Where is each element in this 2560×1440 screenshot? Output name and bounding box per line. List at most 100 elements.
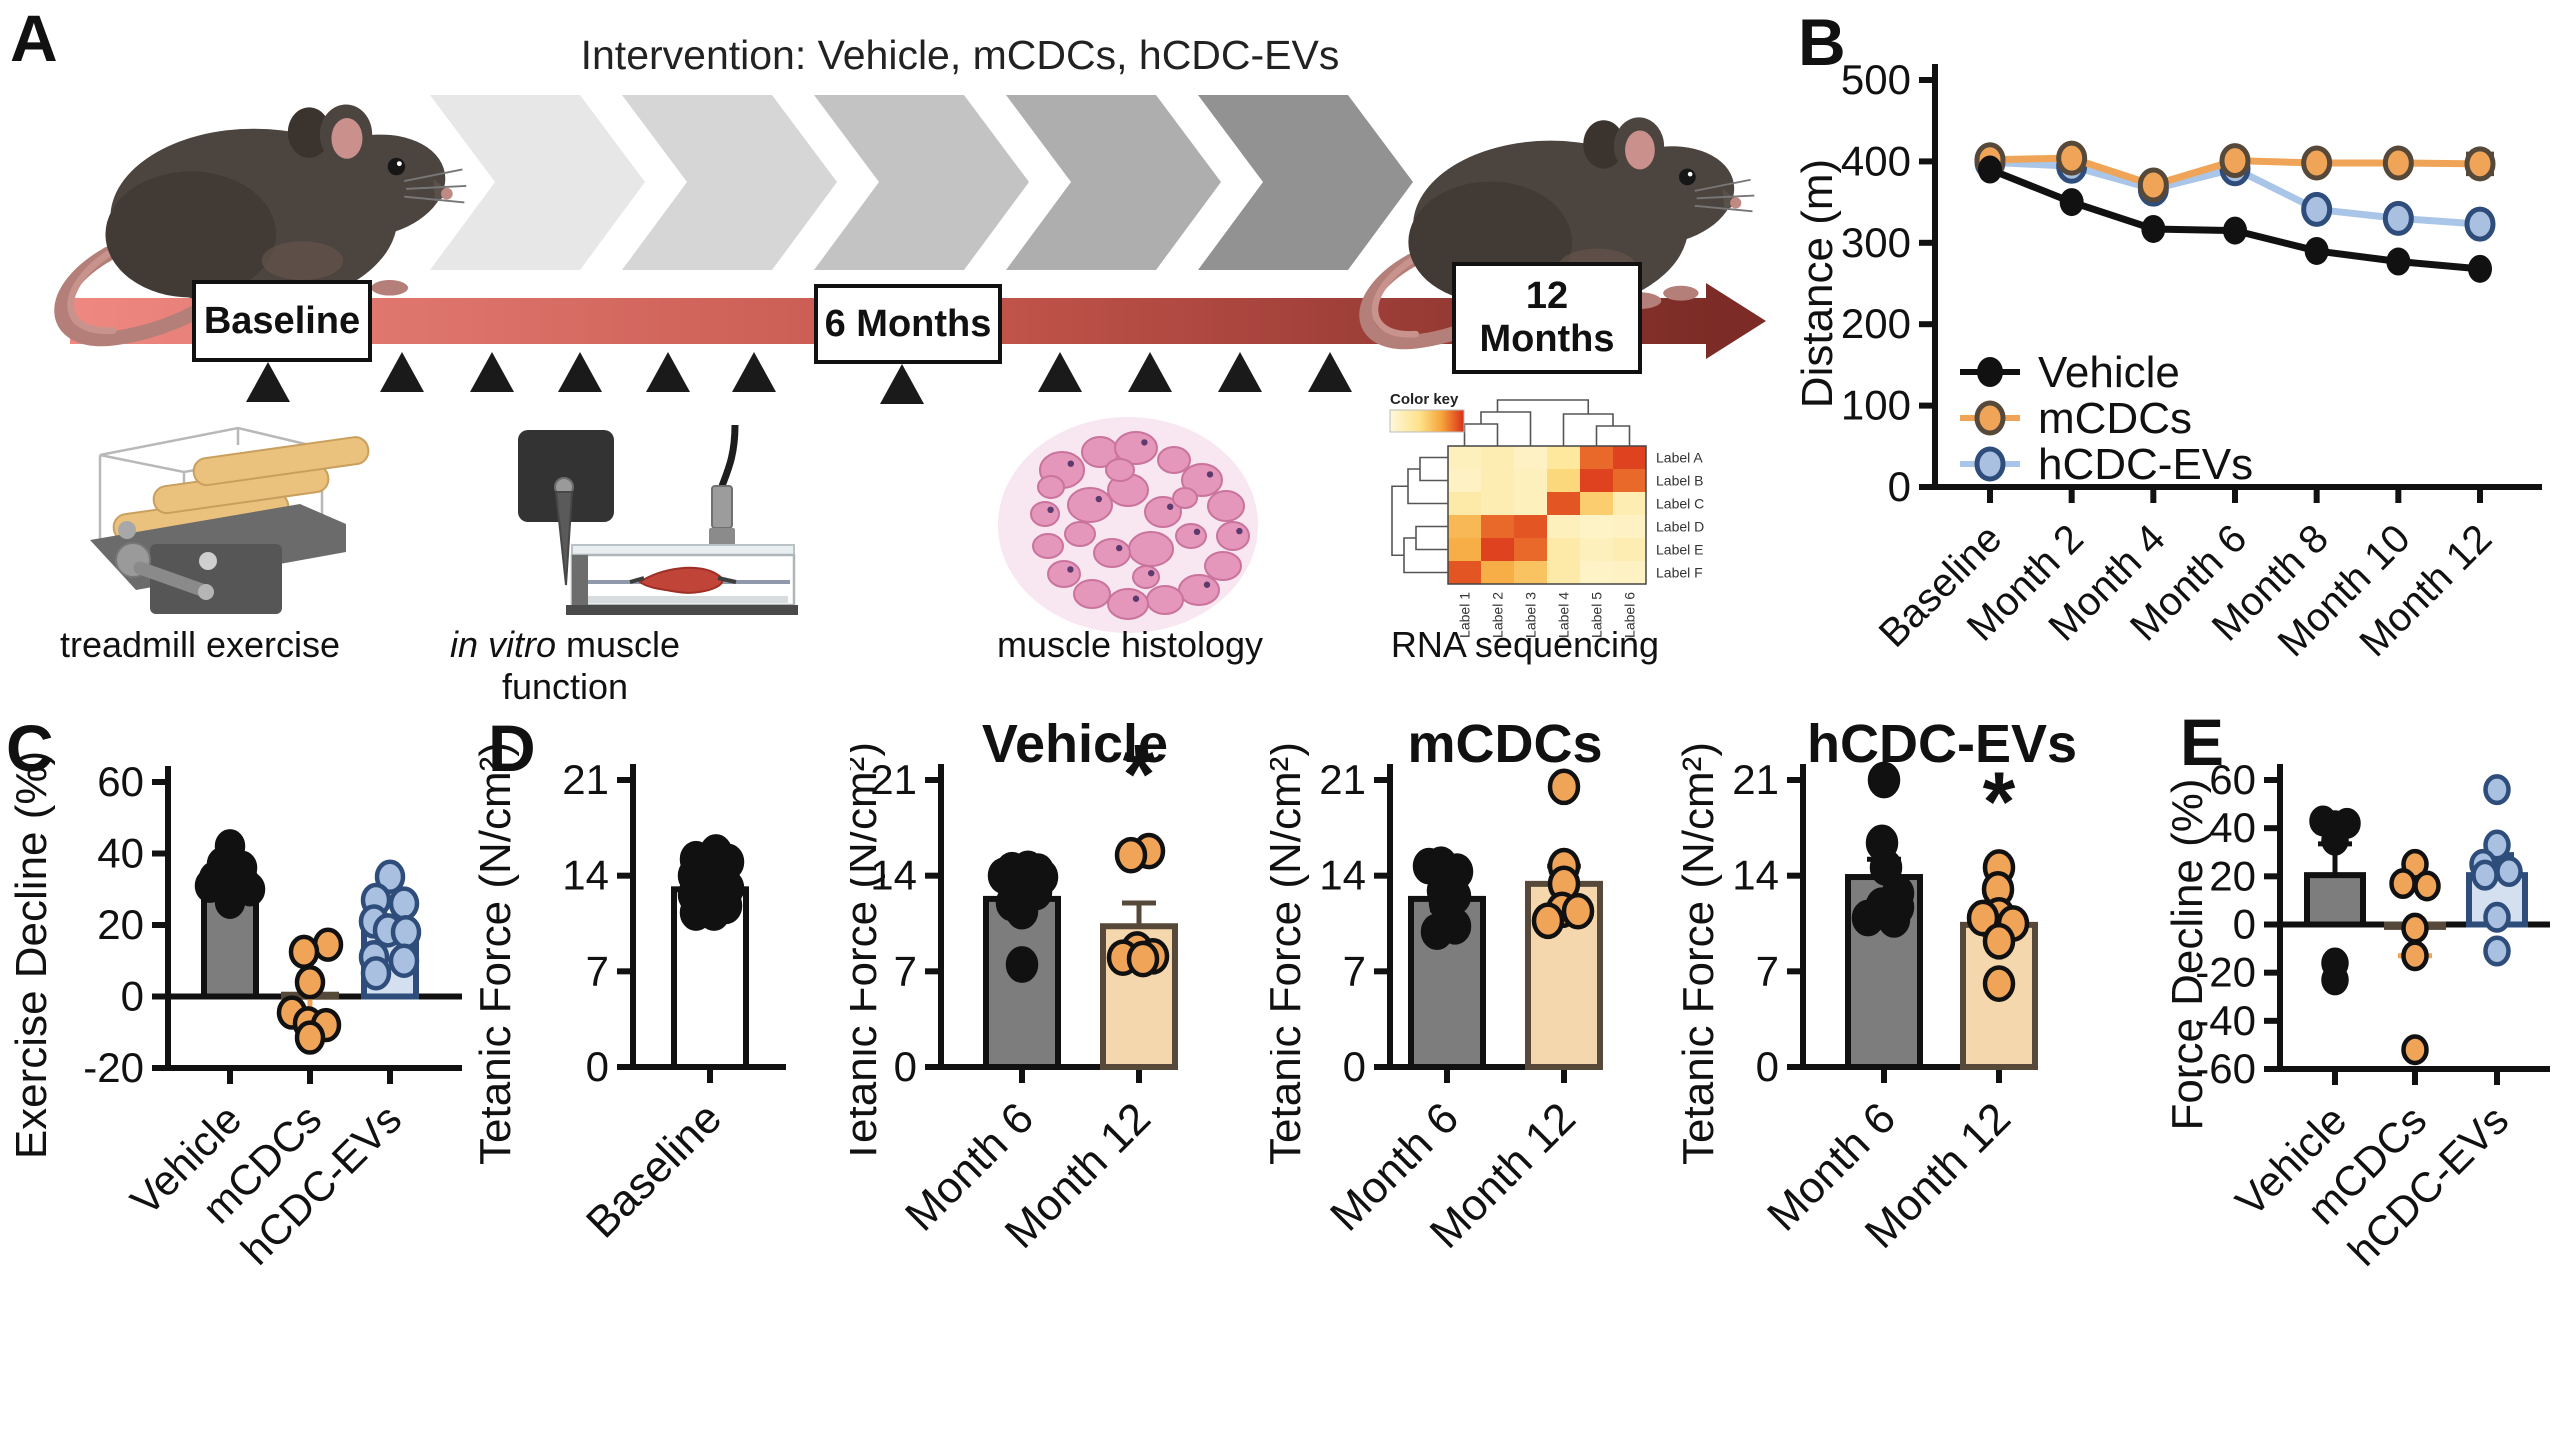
chart-title: Vehicle (982, 714, 1168, 774)
svg-text:400: 400 (1841, 137, 1911, 184)
svg-text:Label 5: Label 5 (1589, 592, 1605, 638)
y-axis-label: Force Decline (%) (2163, 778, 2212, 1130)
data-points-Month 6 (1412, 846, 1474, 951)
significance-asterisk: * (1983, 755, 2016, 849)
y-axis-label: Tetanic Force (N/cm²) (471, 742, 520, 1165)
svg-text:7: 7 (586, 947, 609, 994)
caption-invitro-muscle-function: in vitro muscle function (390, 624, 740, 708)
svg-text:Label A: Label A (1656, 450, 1703, 466)
data-points-Month 12 (1966, 849, 2030, 1002)
y-axis-label: Distance (m) (1793, 159, 1842, 408)
panel-c-label: C (6, 711, 55, 785)
data-points-mCDCs (276, 927, 344, 1055)
data-points-Vehicle (194, 829, 266, 919)
svg-text:21: 21 (870, 756, 917, 803)
svg-text:0: 0 (1888, 463, 1911, 510)
svg-text:Label 2: Label 2 (1490, 592, 1506, 638)
y-axis-label: Tetanic Force (N/cm²) (1680, 742, 1723, 1165)
svg-text:21: 21 (1319, 756, 1366, 803)
y-axis-label: Tetanic Force (N/cm²) (850, 742, 886, 1165)
svg-text:14: 14 (870, 852, 917, 899)
bar-group-Vehicle (2304, 841, 2366, 928)
svg-text:7: 7 (894, 947, 917, 994)
panel-e-label: E (2180, 705, 2226, 779)
svg-text:7: 7 (1756, 947, 1779, 994)
svg-text:Label 3: Label 3 (1523, 592, 1539, 638)
svg-text:Label F: Label F (1656, 565, 1703, 581)
svg-text:Label 6: Label 6 (1622, 592, 1638, 638)
svg-text:hCDC-EVs: hCDC-EVs (2038, 440, 2253, 489)
intervention-title-text: Intervention: Vehicle, mCDCs, hCDC-EVs (580, 32, 1340, 78)
data-points-mCDCs (2389, 848, 2441, 1066)
data-points-Month 6 (987, 850, 1059, 983)
svg-text:0: 0 (586, 1043, 609, 1090)
data-points-Month 12 (1531, 768, 1595, 940)
series-Vehicle (1978, 155, 2492, 283)
svg-text:0: 0 (121, 973, 144, 1020)
svg-text:500: 500 (1841, 56, 1911, 103)
muscle-rig-icon (518, 424, 798, 615)
significance-asterisk: * (1123, 727, 1156, 821)
svg-text:7: 7 (1343, 947, 1366, 994)
svg-text:20: 20 (97, 901, 144, 948)
svg-text:Label 4: Label 4 (1556, 592, 1572, 638)
svg-text:Color key: Color key (1390, 391, 1459, 408)
caption-rna-sequencing: RNA sequencing (1390, 624, 1660, 665)
svg-text:21: 21 (562, 756, 609, 803)
panel-a-label: A (10, 1, 59, 75)
bar-Month 6 (983, 895, 1061, 1070)
svg-text:60: 60 (2209, 756, 2256, 803)
svg-text:-40: -40 (2195, 997, 2256, 1044)
svg-text:20: 20 (2209, 852, 2256, 899)
legend-item-hCDC-EVs: hCDC-EVs (1960, 440, 2253, 489)
data-points-hCDC-EVs (2469, 774, 2523, 967)
x-axis: Baseline (577, 1064, 786, 1247)
caption-invitro-rest: muscle function (501, 624, 681, 707)
panel-b-label: B (1798, 5, 1847, 79)
svg-text:Label D: Label D (1656, 519, 1704, 535)
svg-text:14: 14 (1732, 852, 1779, 899)
bar-group-Month 6 (983, 895, 1061, 1070)
legend-item-Vehicle: Vehicle (1960, 348, 2180, 397)
data-points-Month 12 (1106, 832, 1170, 978)
intervention-chevrons (430, 95, 1413, 270)
mouse-illustration-left (54, 104, 467, 347)
caption-treadmill-exercise: treadmill exercise (59, 624, 341, 665)
intervention-title: Intervention: Vehicle, mCDCs, hCDC-EVs (505, 32, 1415, 79)
y-axis-label: Tetanic Force (N/cm²) (1270, 742, 1310, 1165)
svg-text:-60: -60 (2195, 1045, 2256, 1092)
svg-text:Baseline: Baseline (577, 1093, 731, 1247)
svg-text:mCDCs: mCDCs (2038, 394, 2192, 443)
svg-text:Label 1: Label 1 (1457, 592, 1473, 638)
timeline-box-6-months: 6 Months (814, 284, 1002, 364)
caption-muscle-histology: muscle histology (996, 624, 1264, 665)
legend-item-mCDCs: mCDCs (1960, 394, 2192, 443)
svg-text:Label C: Label C (1656, 496, 1704, 512)
svg-text:40: 40 (2209, 804, 2256, 851)
svg-text:Label B: Label B (1656, 473, 1703, 489)
chart-title: mCDCs (1407, 714, 1602, 774)
svg-text:200: 200 (1841, 300, 1911, 347)
y-axis-label: Exercise Decline (%) (7, 751, 56, 1159)
series-mCDCs (1974, 140, 2496, 203)
timeline-box-baseline: Baseline (192, 280, 372, 362)
svg-text:0: 0 (2233, 901, 2256, 948)
histology-icon (998, 417, 1258, 633)
